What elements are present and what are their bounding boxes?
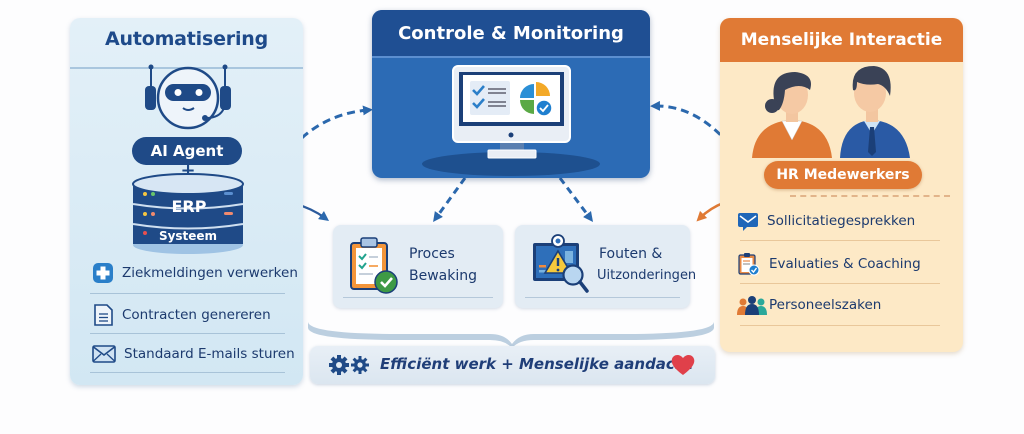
monitoring-title: Controle & Monitoring <box>398 23 624 44</box>
card-divider <box>525 296 680 298</box>
ai-agent-label: AI Agent <box>132 137 242 165</box>
clipboard-check-icon <box>350 237 398 294</box>
dashed-divider <box>790 195 950 197</box>
card-line1: Proces <box>409 246 455 262</box>
card-line2: Uitzonderingen <box>597 268 697 283</box>
divider <box>90 372 285 373</box>
summary-banner: Efficiënt werk + Menselijke aandacht <box>310 346 715 384</box>
card-proces-bewaking[interactable]: Proces Bewaking <box>333 225 503 308</box>
list-item-personeelszaken[interactable]: Personeelszaken <box>737 294 881 316</box>
hr-staff-label: HR Medewerkers <box>764 161 922 189</box>
gears-icon <box>329 355 369 375</box>
banner-text: Efficiënt werk + Menselijke aandacht <box>380 355 693 373</box>
chat-envelope-icon <box>738 213 758 231</box>
list-item-contracten[interactable]: Contracten genereren <box>92 303 271 327</box>
list-item-ziekmeldingen[interactable]: Ziekmeldingen verwerken <box>92 262 298 284</box>
human-interaction-title: Menselijke Interactie <box>740 30 943 50</box>
bracket-shape <box>308 322 714 348</box>
list-item-label: Sollicitatiegesprekken <box>767 213 916 229</box>
erp-label: ERP <box>171 197 207 216</box>
automation-title: Automatisering <box>105 28 268 50</box>
arrow-automation-to-monitoring <box>275 105 373 169</box>
people-group-icon <box>737 296 767 315</box>
card-divider <box>343 296 493 298</box>
divider <box>740 283 940 284</box>
clipboard-evaluation-icon <box>738 253 760 276</box>
list-item-sollicitatiegesprekken[interactable]: Sollicitatiegesprekken <box>737 211 915 231</box>
list-item-label: Ziekmeldingen verwerken <box>122 265 298 281</box>
erp-sublabel: Systeem <box>158 229 218 243</box>
warning-magnifier-icon <box>533 234 589 293</box>
document-icon <box>94 304 113 326</box>
list-item-label: Standaard E-mails sturen <box>124 346 295 362</box>
list-item-evaluaties[interactable]: Evaluaties & Coaching <box>737 252 921 276</box>
arrow-monitoring-to-fouten <box>558 177 593 222</box>
human-interaction-header <box>720 18 963 62</box>
envelope-icon <box>92 345 116 363</box>
card-line2: Bewaking <box>409 268 478 284</box>
list-item-label: Contracten genereren <box>122 307 271 323</box>
divider <box>90 333 285 334</box>
medical-cross-icon <box>93 263 113 283</box>
card-fouten-uitzonderingen[interactable]: Fouten & Uitzonderingen <box>515 225 696 308</box>
monitoring-header <box>372 10 650 58</box>
divider <box>740 325 940 326</box>
list-item-label: Evaluaties & Coaching <box>769 256 921 272</box>
divider <box>90 293 285 294</box>
arrow-monitoring-to-proces <box>433 177 467 223</box>
list-item-label: Personeelszaken <box>769 297 882 313</box>
divider <box>740 240 940 241</box>
heart-icon <box>671 355 695 375</box>
list-item-emails[interactable]: Standaard E-mails sturen <box>92 344 295 364</box>
card-line1: Fouten & <box>599 246 663 262</box>
